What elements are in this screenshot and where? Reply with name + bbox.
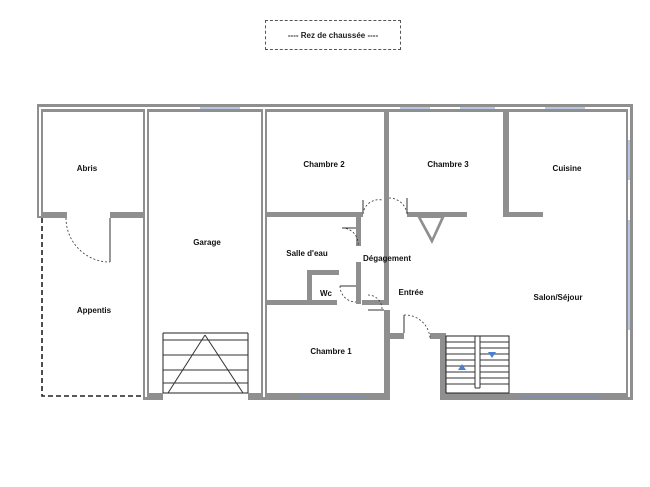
room-abris: Abris	[77, 164, 98, 173]
wall-deg-right	[384, 212, 389, 305]
wall-ch1-top-r	[362, 300, 389, 305]
plan-title-text: ---- Rez de chaussée ----	[287, 30, 379, 40]
stair-arrow-up-icon	[488, 352, 496, 358]
wall-wc-top	[307, 270, 339, 275]
room-wc: Wc	[320, 289, 333, 298]
appentis-outline	[41, 218, 143, 397]
room-chambre-1: Chambre 1	[310, 347, 352, 356]
wall-ch3-cuisine	[503, 104, 509, 216]
wall-wc-left	[307, 270, 312, 305]
garage-ramp	[162, 332, 249, 394]
wall-ch2-bottom	[261, 212, 363, 217]
wall-bottom-garage	[143, 393, 163, 400]
room-chambre-3: Chambre 3	[427, 160, 469, 169]
room-chambre-2: Chambre 2	[303, 160, 345, 169]
room-cuisine: Cuisine	[553, 164, 582, 173]
wall-entree-bottom-l	[384, 333, 404, 339]
wall-entree-bottom-r	[430, 333, 446, 339]
staircase	[445, 335, 510, 394]
plan-title: ---- Rez de chaussée ----	[265, 20, 401, 50]
wall-salleeau-right-low	[356, 262, 361, 304]
wall-salleeau-bottom	[261, 300, 337, 305]
stair-steps	[446, 336, 509, 389]
wall-cuisine-bottom	[503, 212, 543, 217]
stair-arrow-down-icon	[458, 364, 466, 370]
room-appentis: Appentis	[77, 306, 112, 315]
wall-ch1-right	[384, 310, 390, 400]
room-salle-eau: Salle d'eau	[286, 249, 328, 258]
room-entree: Entrée	[399, 288, 424, 297]
wall-ch2-ch3	[384, 104, 389, 216]
room-degagement: Dégagement	[363, 254, 411, 263]
wall-abris-bottom-r	[110, 212, 149, 218]
wall-stair-left	[440, 333, 446, 400]
wall-salleeau-right	[356, 212, 361, 246]
room-garage: Garage	[193, 238, 221, 247]
wall-abris-bottom	[37, 212, 67, 218]
wall-ch3-bottom	[407, 212, 467, 217]
room-salon-sejour: Salon/Séjour	[534, 293, 583, 302]
